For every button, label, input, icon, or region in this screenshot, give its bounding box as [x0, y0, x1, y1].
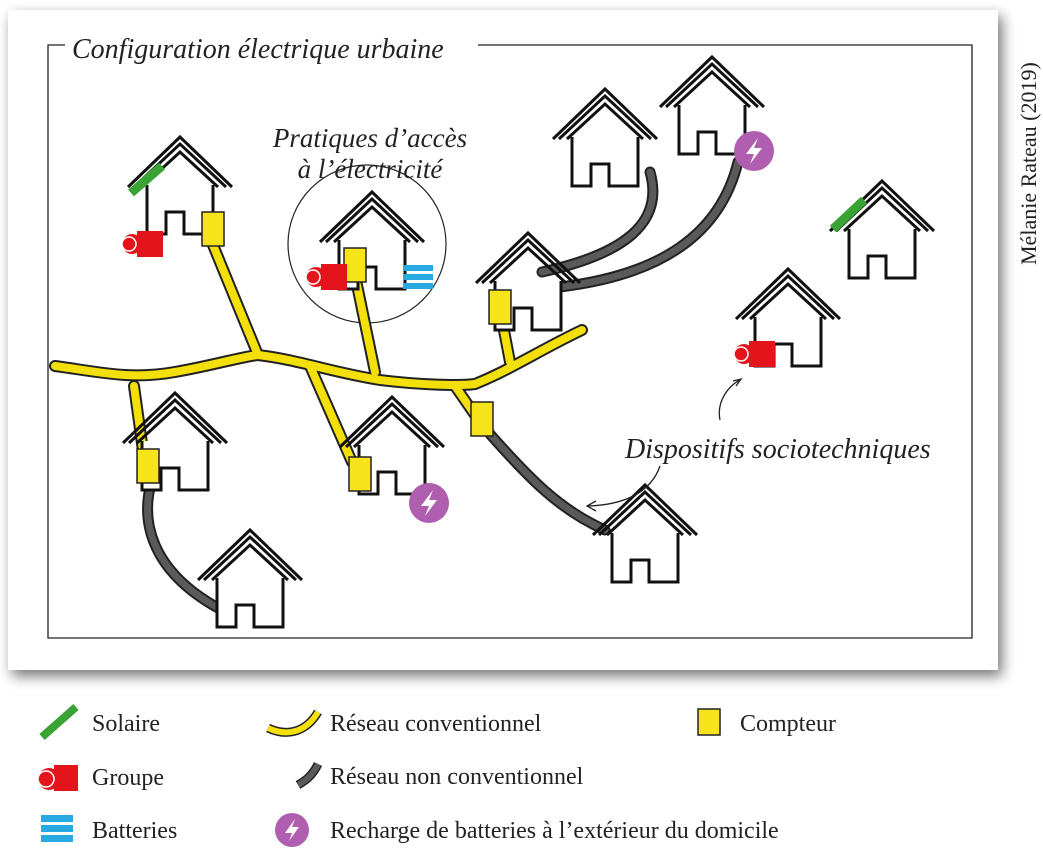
meter-icon	[201, 211, 225, 247]
unconventional-grid	[142, 156, 744, 614]
callout-practices-line2: à l’électricité	[298, 154, 444, 184]
legend-solar-icon	[39, 704, 79, 740]
battery-charging-icon	[409, 483, 449, 523]
legend-batteries-label: Batteries	[92, 818, 177, 844]
solar-panel-icon	[128, 162, 165, 197]
legend-solar-label: Solaire	[92, 711, 160, 737]
credit-text: Mélanie Rateau (2019)	[1016, 62, 1041, 265]
solar-panel-icon	[829, 196, 868, 233]
callout-arrow-grid	[587, 465, 661, 507]
legend: Solaire Groupe Batteries Réseau conventi…	[37, 704, 836, 847]
meter-icon	[470, 401, 494, 437]
legend-battery-charging-label: Recharge de batteries à l’extérieur du d…	[330, 818, 779, 844]
battery-charging-icon	[734, 131, 774, 171]
callout-devices: Dispositifs sociotechniques	[624, 434, 931, 465]
generator-icon	[121, 230, 164, 258]
legend-meter-label: Compteur	[740, 711, 836, 737]
meter-icon	[488, 289, 512, 325]
legend-unconventional-grid-label: Réseau non conventionnel	[330, 764, 584, 790]
legend-batteries-icon	[41, 815, 73, 842]
diagram-frame	[47, 44, 973, 639]
callout-arrow-generator	[718, 379, 741, 421]
generator-icon	[733, 340, 776, 368]
callout-practices-line1: Pratiques d’accès	[272, 123, 467, 153]
legend-meter-icon	[697, 708, 721, 736]
meter-icon	[348, 456, 372, 492]
legend-generator-icon	[37, 765, 78, 791]
legend-generator-label: Groupe	[92, 765, 164, 791]
conventional-grid	[49, 239, 588, 468]
generator-icon	[305, 263, 348, 291]
meter-icon	[136, 448, 160, 484]
meter-icon	[343, 247, 367, 283]
batteries-icon	[403, 265, 433, 289]
legend-battery-charging-icon	[275, 813, 309, 847]
frame-title: Configuration électrique urbaine	[72, 34, 444, 65]
legend-conventional-grid-label: Réseau conventionnel	[330, 711, 542, 737]
